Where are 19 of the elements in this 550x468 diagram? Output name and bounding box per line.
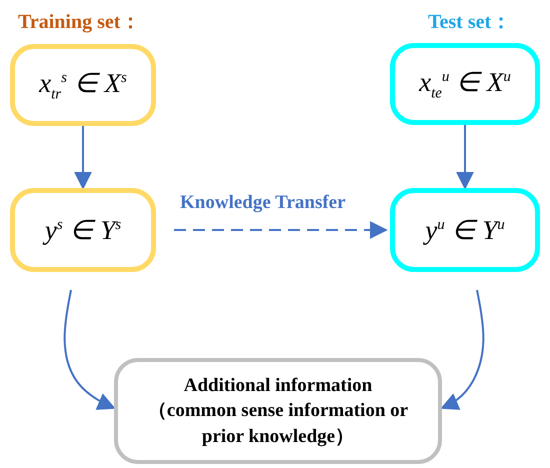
- math-formula: y$^{u}$ ∈ Y$^{u}$: [425, 214, 505, 246]
- box-text: （common sense information or prior knowledge）: [146, 399, 410, 449]
- dashed-arrow: [174, 221, 388, 239]
- math-formula: x$_{te}$$^{u}$ ∈ X$^{u}$: [419, 66, 511, 102]
- column-heading: Training set：: [18, 10, 140, 35]
- rounded-box: [10, 188, 156, 272]
- info-box: [114, 358, 442, 464]
- box-heading: Additional information: [182, 374, 374, 398]
- arrow: [74, 126, 92, 190]
- curved-arrow: [64, 290, 116, 410]
- math-formula: y$^{s}$ ∈ Y$^{s}$: [44, 214, 122, 246]
- rounded-box: [390, 43, 540, 125]
- arrow: [456, 125, 474, 190]
- rounded-box: [390, 188, 540, 272]
- edge-label: Knowledge Transfer: [178, 192, 348, 214]
- curved-arrow: [440, 290, 484, 410]
- rounded-box: [10, 44, 156, 126]
- column-heading: Test set：: [428, 10, 512, 35]
- math-formula: x$_{tr}$$^{s}$ ∈ X$^{s}$: [39, 66, 127, 104]
